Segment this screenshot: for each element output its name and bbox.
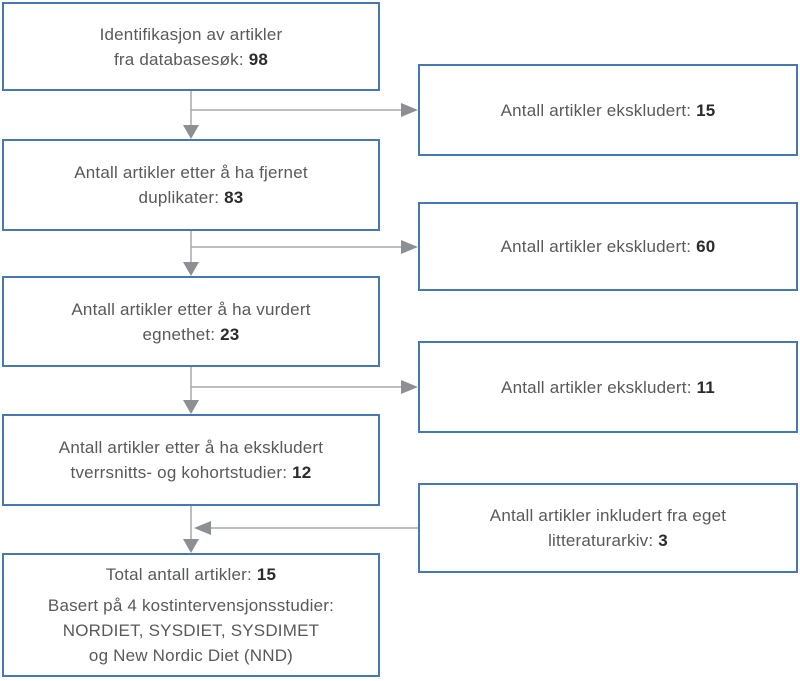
text-line: Antall artikler etter å ha ekskludert (58, 438, 324, 457)
text-line: og New Nordic Diet (NND) (88, 646, 294, 665)
box-excluded-2-text: Antall artikler ekskludert: 60 (501, 234, 716, 259)
count-value: 3 (658, 531, 668, 550)
box-excluded-2: Antall artikler ekskludert: 60 (418, 202, 798, 291)
text-line: egnethet: 23 (142, 324, 240, 344)
box-identification: Identifikasjon av artikler fra databases… (2, 2, 380, 91)
arrow-down-icon (183, 539, 199, 553)
count-value: 15 (256, 565, 277, 584)
box-included-own-archive-text: Antall artikler inkludert fra eget litte… (490, 503, 726, 553)
text-line: fra databasesøk: 98 (113, 49, 269, 69)
box-excluded-1: Antall artikler ekskludert: 15 (418, 64, 798, 156)
text-line: Total antall artikler: 15 (105, 565, 277, 584)
box-total: Total antall artikler: 15 Basert på 4 ko… (2, 553, 380, 677)
arrow-down-icon (183, 262, 199, 276)
text-line: NORDIET, SYSDIET, SYSDIMET (62, 621, 320, 640)
text-line: duplikater: 83 (138, 188, 244, 207)
text-line: Antall artikler ekskludert: 60 (500, 237, 716, 256)
count-value: 11 (696, 377, 715, 397)
text-line: Antall artikler inkludert fra eget (489, 506, 727, 525)
count-value: 12 (292, 463, 312, 482)
text-line: Antall artikler etter å ha fjernet (74, 163, 308, 182)
text-line: tverrsnitts- og kohortstudier: 12 (70, 463, 312, 482)
text-line: Antall artikler ekskludert: 11 (501, 377, 715, 397)
arrow-right-icon (401, 380, 418, 394)
box-excluded-1-text: Antall artikler ekskludert: 15 (501, 98, 716, 123)
arrow-down-icon (183, 125, 199, 139)
box-eligibility-assessed-text: Antall artikler etter å ha vurdert egnet… (71, 297, 310, 347)
box-cohort-excluded: Antall artikler etter å ha ekskludert tv… (2, 414, 380, 506)
arrow-right-icon (401, 103, 418, 117)
arrow-left-icon (194, 521, 211, 535)
box-identification-text: Identifikasjon av artikler fra databases… (100, 22, 283, 72)
count-value: 60 (696, 237, 716, 256)
box-total-text: Total antall artikler: 15 Basert på 4 ko… (48, 562, 334, 668)
text-line: Identifikasjon av artikler (99, 24, 283, 44)
text-line: Basert på 4 kostintervensjonsstudier: (47, 596, 335, 615)
box-excluded-3: Antall artikler ekskludert: 11 (418, 341, 798, 433)
box-duplicates-removed: Antall artikler etter å ha fjernet dupli… (2, 139, 380, 231)
text-line: litteraturarkiv: 3 (548, 531, 668, 550)
box-excluded-3-text: Antall artikler ekskludert: 11 (501, 375, 715, 400)
text-line: Antall artikler ekskludert: 15 (500, 100, 716, 120)
box-eligibility-assessed: Antall artikler etter å ha vurdert egnet… (2, 276, 380, 367)
box-included-own-archive: Antall artikler inkludert fra eget litte… (418, 483, 798, 573)
count-value: 15 (696, 100, 716, 120)
count-value: 83 (224, 188, 244, 207)
count-value: 23 (220, 324, 240, 344)
arrow-right-icon (401, 240, 418, 254)
count-value: 98 (248, 49, 269, 69)
box-duplicates-removed-text: Antall artikler etter å ha fjernet dupli… (74, 160, 308, 210)
arrow-down-icon (183, 400, 199, 414)
box-cohort-excluded-text: Antall artikler etter å ha ekskludert tv… (59, 435, 323, 485)
text-line: Antall artikler etter å ha vurdert (71, 299, 311, 319)
total-studies-paragraph: Basert på 4 kostintervensjonsstudier: NO… (48, 593, 334, 668)
